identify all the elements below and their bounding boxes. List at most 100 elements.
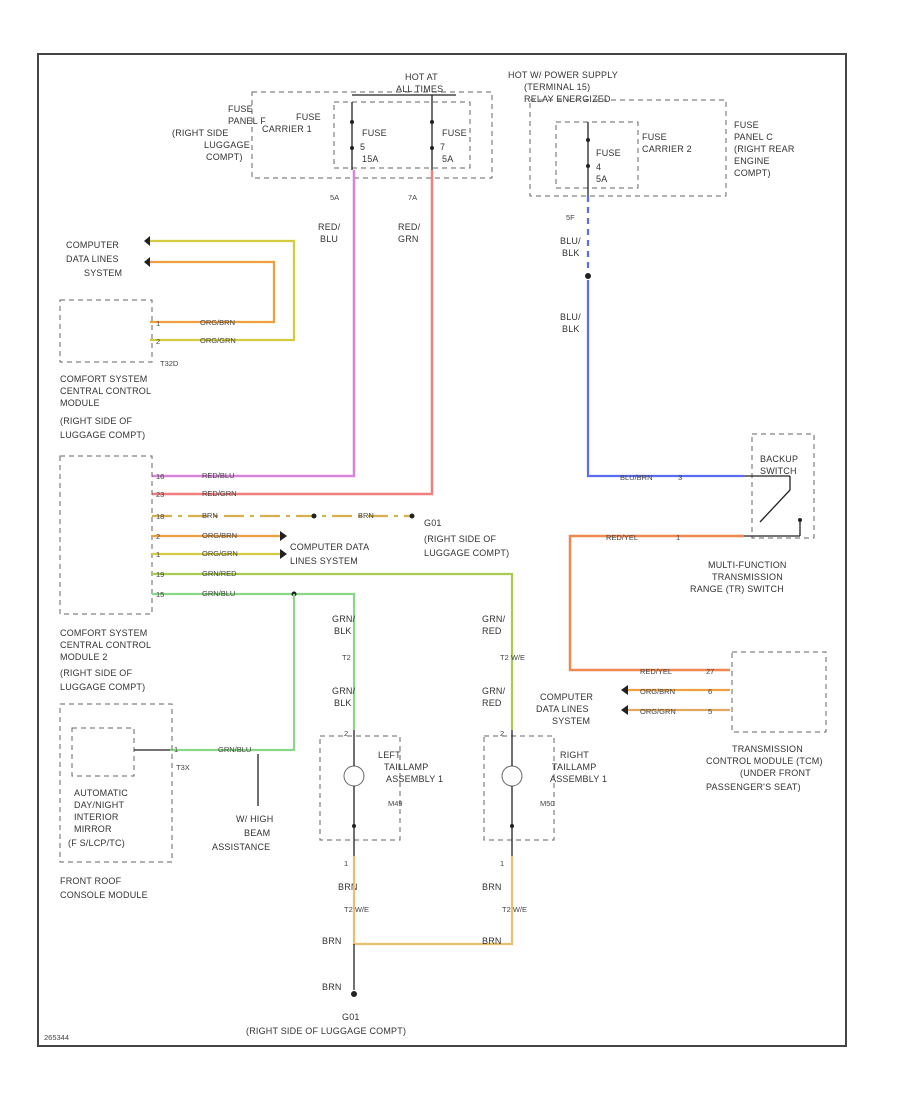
backup-switch-box (751, 433, 815, 539)
splice-brn-1 (311, 513, 317, 519)
svg-text:T32D: T32D (160, 359, 179, 368)
svg-text:COMPUTER DATA: COMPUTER DATA (290, 542, 369, 552)
svg-text:BLU/BRN: BLU/BRN (620, 473, 653, 482)
svg-text:T3X: T3X (176, 763, 190, 772)
svg-text:ALL TIMES: ALL TIMES (396, 84, 443, 94)
svg-text:LUGGAGE COMPT): LUGGAGE COMPT) (60, 682, 145, 692)
svg-text:3: 3 (678, 473, 682, 482)
arrow-data-top-1 (144, 236, 150, 246)
svg-text:BRN: BRN (482, 936, 502, 946)
svg-text:RED/YEL: RED/YEL (640, 667, 672, 676)
svg-text:AUTOMATIC: AUTOMATIC (74, 788, 128, 798)
svg-text:GRN/BLU: GRN/BLU (218, 745, 251, 754)
ground-bottom-node (351, 991, 357, 997)
svg-text:BLK: BLK (562, 248, 580, 258)
svg-text:BACKUP: BACKUP (760, 454, 798, 464)
svg-text:RED/YEL: RED/YEL (606, 533, 638, 542)
comfort-module-2-labels: 16 23 18 2 1 19 15 RED/BLU RED/GRN BRN O… (60, 471, 374, 692)
svg-text:FUSE: FUSE (734, 120, 759, 130)
svg-text:TRANSMISSION: TRANSMISSION (732, 744, 803, 754)
fuse-c-node-bottom (586, 164, 590, 168)
fuse-panel-c-label: FUSE PANEL C (RIGHT REAR ENGINE COMPT) (734, 120, 795, 178)
svg-text:LUGGAGE: LUGGAGE (204, 140, 250, 150)
svg-text:BLU/: BLU/ (560, 236, 581, 246)
svg-text:TRANSMISSION: TRANSMISSION (712, 572, 783, 582)
svg-text:6: 6 (708, 687, 712, 696)
splice-blu-blk (585, 273, 591, 279)
wire-org-brn-top (150, 260, 276, 324)
svg-text:GRN/RED: GRN/RED (202, 569, 237, 578)
svg-text:T2 W/E: T2 W/E (502, 905, 527, 914)
svg-text:7A: 7A (408, 193, 417, 202)
svg-text:ASSISTANCE: ASSISTANCE (212, 842, 270, 852)
svg-text:DATA LINES: DATA LINES (66, 254, 119, 264)
svg-text:7: 7 (440, 142, 445, 152)
svg-text:ORG/GRN: ORG/GRN (202, 549, 238, 558)
tcm-labels: RED/YEL 27 ORG/BRN ORG/GRN 6 5 TRANSMISS… (640, 667, 823, 792)
fuse-a-node-bottom (350, 146, 354, 150)
svg-text:FUSE: FUSE (596, 148, 621, 158)
fuse-b-node-bottom (430, 146, 434, 150)
svg-text:BRN: BRN (338, 882, 358, 892)
svg-text:GRN/: GRN/ (332, 614, 356, 624)
svg-text:BRN: BRN (482, 882, 502, 892)
svg-text:FUSE: FUSE (296, 112, 321, 122)
svg-text:COMPT): COMPT) (734, 168, 771, 178)
comfort-module-1-box (59, 299, 153, 363)
svg-text:FUSE: FUSE (362, 128, 387, 138)
left-lamp-bulb (343, 765, 365, 787)
svg-text:BLU/: BLU/ (560, 312, 581, 322)
svg-text:1: 1 (174, 745, 178, 754)
svg-text:SYSTEM: SYSTEM (552, 716, 590, 726)
svg-text:CONTROL MODULE (TCM): CONTROL MODULE (TCM) (706, 756, 823, 766)
svg-text:(RIGHT SIDE OF LUGGAGE COMPT): (RIGHT SIDE OF LUGGAGE COMPT) (246, 1026, 406, 1036)
svg-text:23: 23 (156, 490, 164, 499)
svg-text:COMFORT SYSTEM: COMFORT SYSTEM (60, 628, 147, 638)
svg-text:MIRROR: MIRROR (74, 824, 112, 834)
svg-text:LUGGAGE COMPT): LUGGAGE COMPT) (424, 548, 509, 558)
svg-text:18: 18 (156, 512, 164, 521)
svg-text:DAY/NIGHT: DAY/NIGHT (74, 800, 124, 810)
left-lamp-box (319, 735, 401, 841)
svg-text:CARRIER 1: CARRIER 1 (262, 124, 312, 134)
svg-text:GRN/: GRN/ (482, 686, 506, 696)
svg-text:RED/GRN: RED/GRN (202, 489, 237, 498)
wire-grn-red (152, 572, 514, 730)
comfort-module-1-labels: 1 2 ORG/BRN ORG/GRN T32D COMFORT SYSTEM … (60, 318, 236, 440)
svg-text:SYSTEM: SYSTEM (84, 268, 122, 278)
fuse-carrier-1-label: FUSE CARRIER 1 (262, 112, 321, 134)
front-roof-console-box (59, 703, 173, 863)
svg-text:PASSENGER'S SEAT): PASSENGER'S SEAT) (706, 782, 801, 792)
svg-text:GRN: GRN (398, 234, 419, 244)
right-lamp-labels: 2 RIGHT TAILLAMP ASSEMBLY 1 M50 1 BRN T2… (482, 729, 607, 914)
svg-text:5: 5 (708, 707, 712, 716)
svg-text:M50: M50 (540, 799, 555, 808)
svg-text:ORG/GRN: ORG/GRN (640, 707, 676, 716)
svg-text:T2 W/E: T2 W/E (500, 653, 525, 662)
svg-text:CONSOLE MODULE: CONSOLE MODULE (60, 890, 148, 900)
svg-text:BRN: BRN (322, 982, 342, 992)
svg-text:(RIGHT SIDE: (RIGHT SIDE (172, 128, 229, 138)
arrow-tcm-2 (621, 705, 628, 715)
fuse-carrier-2-box (555, 121, 639, 189)
svg-text:BRN: BRN (358, 511, 374, 520)
fuse-a-label: FUSE 5 15A (360, 128, 387, 164)
svg-text:15A: 15A (362, 154, 379, 164)
fuse-b-node-top (430, 120, 434, 124)
svg-text:27: 27 (706, 667, 714, 676)
svg-text:5F: 5F (566, 213, 575, 222)
svg-text:5A: 5A (330, 193, 339, 202)
right-lamp-box (483, 735, 555, 841)
fuse-c-label: FUSE 4 5A (596, 148, 621, 184)
fuse-c-node-top (586, 138, 590, 142)
diagram-frame (37, 53, 847, 1047)
svg-text:COMPT): COMPT) (206, 152, 243, 162)
svg-text:2: 2 (500, 729, 504, 738)
svg-text:(RIGHT SIDE OF: (RIGHT SIDE OF (60, 668, 132, 678)
svg-text:RED: RED (482, 698, 502, 708)
svg-text:TAILLAMP: TAILLAMP (552, 762, 596, 772)
svg-text:RELAY ENERGIZED: RELAY ENERGIZED (524, 94, 611, 104)
wire-red-grn (152, 170, 434, 496)
svg-text:CENTRAL CONTROL: CENTRAL CONTROL (60, 386, 151, 396)
svg-text:16: 16 (156, 472, 164, 481)
